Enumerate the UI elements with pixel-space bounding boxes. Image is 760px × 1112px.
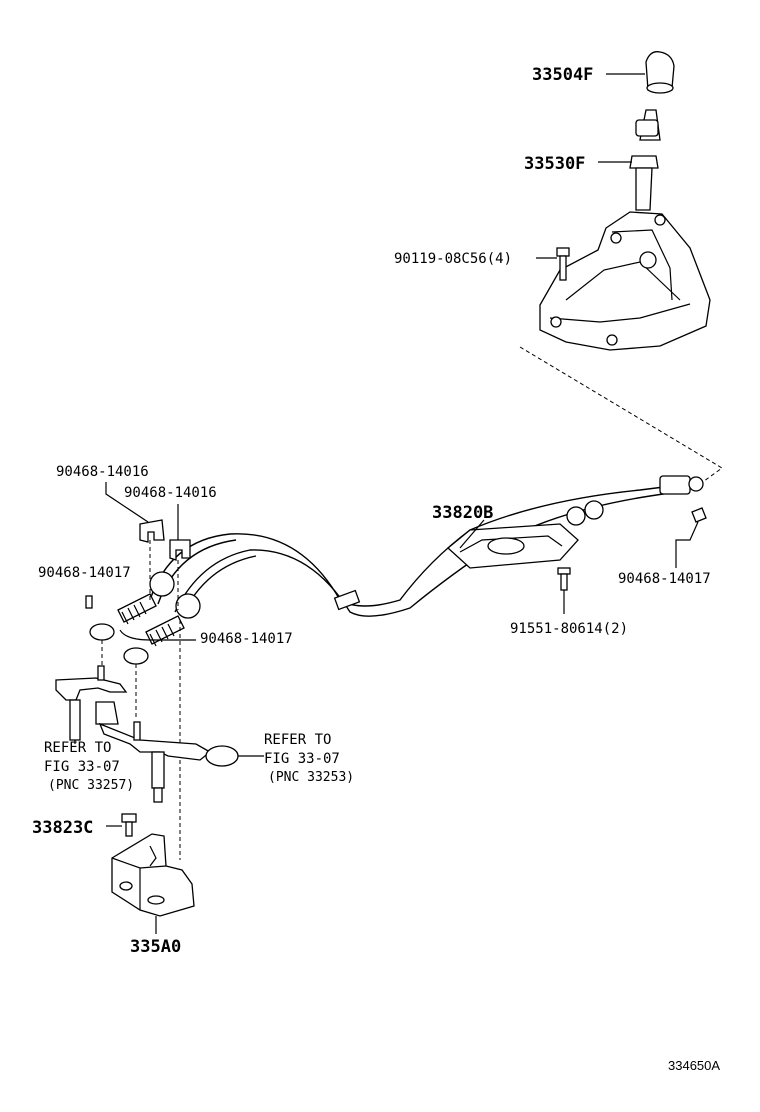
control-cable-assembly[interactable]	[149, 475, 704, 617]
shift-lever-left	[55, 665, 128, 741]
label-bracket: 335A0	[130, 937, 181, 957]
mid-bushing-part	[123, 647, 149, 665]
label-bolt-bracket: 33823C	[32, 818, 93, 838]
label-boot: 33530F	[524, 154, 585, 174]
lever-bolt-part[interactable]	[556, 247, 570, 281]
top-clip-2-part[interactable]	[169, 539, 191, 561]
shift-lever-shaft	[635, 109, 661, 141]
bracket-part[interactable]	[111, 833, 195, 917]
shift-lever-right	[95, 701, 239, 803]
label-refer-left-1: REFER TO	[44, 740, 111, 756]
label-clip-right: 90468-14017	[618, 571, 711, 587]
label-refer-right-3: (PNC 33253)	[268, 770, 354, 785]
cable-leader	[459, 519, 485, 549]
clip-top-1-leader	[105, 482, 149, 523]
label-refer-right-1: REFER TO	[264, 732, 331, 748]
label-clip-left: 90468-14017	[38, 565, 131, 581]
clip-right-leader	[675, 521, 699, 568]
label-clip-top-1: 90468-14016	[56, 464, 149, 480]
bracket-bolt-part[interactable]	[121, 813, 137, 837]
label-knob: 33504F	[532, 65, 593, 85]
assembly-connection-line	[519, 346, 723, 485]
clip-mid-leader	[119, 629, 196, 641]
label-clip-mid: 90468-14017	[200, 631, 293, 647]
label-clip-top-2: 90468-14016	[124, 485, 217, 501]
label-refer-right-2: FIG 33-07	[264, 751, 340, 767]
label-refer-left-3: (PNC 33257)	[48, 778, 134, 793]
shift-lever-housing	[539, 211, 711, 351]
shift-knob-part[interactable]	[645, 51, 675, 94]
label-bolt-lever: 90119-08C56(4)	[394, 251, 512, 267]
label-cable-assy: 33820B	[432, 503, 493, 523]
left-bushing-part	[89, 623, 115, 641]
left-clip-part[interactable]	[85, 595, 93, 609]
cable-bolt-part[interactable]	[557, 567, 571, 591]
top-clip-1-part[interactable]	[139, 519, 165, 543]
label-bolt-cable: 91551-80614(2)	[510, 621, 628, 637]
shift-boot-part[interactable]	[629, 155, 659, 211]
figure-id: 334650A	[668, 1058, 720, 1073]
right-clip-part[interactable]	[691, 507, 707, 523]
label-refer-left-2: FIG 33-07	[44, 759, 120, 775]
